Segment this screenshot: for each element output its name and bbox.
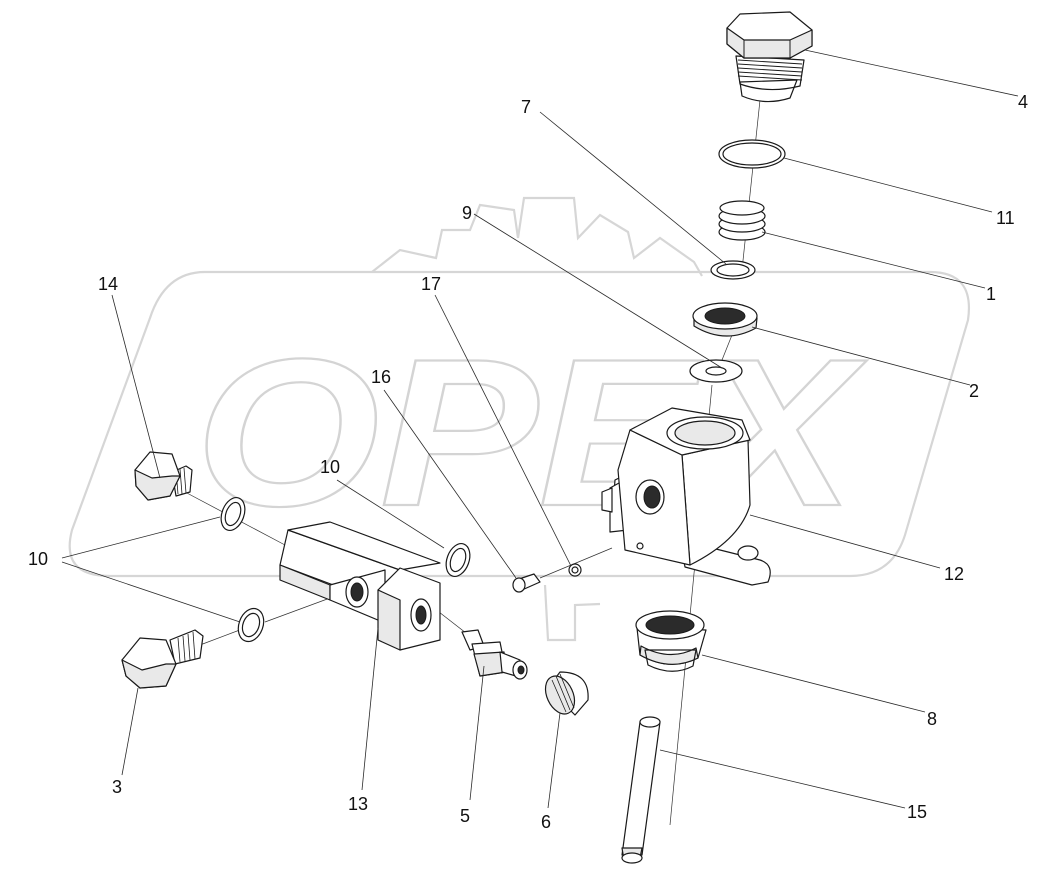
part-17-small-ring (568, 563, 582, 577)
callout-8: 8 (927, 709, 937, 729)
o-ring-lower-left (237, 607, 265, 643)
watermark-logo: OPEX (68, 196, 970, 642)
watermark-gear-outline (371, 196, 703, 277)
part-11-o-ring (718, 139, 786, 169)
part-8-sleeve (635, 610, 707, 672)
watermark-text: OPEX (195, 315, 867, 550)
callout-16: 16 (371, 367, 391, 387)
part-1-spring (718, 200, 766, 241)
callout-6: 6 (541, 812, 551, 832)
callout-14: 14 (98, 274, 118, 294)
callout-2: 2 (969, 381, 979, 401)
part-14-bolt (134, 451, 193, 501)
part-5-fitting (461, 629, 528, 680)
callout-15: 15 (907, 802, 927, 822)
callout-7: 7 (521, 97, 531, 117)
part-15-pin (621, 716, 661, 864)
callout-9: 9 (462, 203, 472, 223)
part-10-o-rings (220, 496, 471, 643)
callout-17: 17 (421, 274, 441, 294)
callout-11: 11 (996, 208, 1015, 228)
part-7-seal-ring (710, 260, 756, 280)
part-6-cap (544, 671, 589, 716)
callout-12: 12 (944, 564, 964, 584)
part-4-hex-plug (726, 11, 813, 103)
callout-10-center: 10 (320, 457, 340, 477)
leader-lines (61, 49, 1019, 809)
part-2-valve-disc (692, 302, 758, 337)
callout-10-left: 10 (28, 549, 48, 569)
part-3-bolt (121, 629, 204, 689)
callout-1: 1 (986, 284, 996, 304)
callout-13: 13 (348, 794, 368, 814)
o-ring-upper-left (220, 496, 246, 532)
o-ring-right (445, 542, 471, 578)
callout-labels: 4 11 1 2 7 9 12 8 15 14 10 10 3 13 5 6 1… (28, 92, 1028, 832)
part-9-flat-washer (689, 359, 743, 383)
callout-4: 4 (1018, 92, 1028, 112)
part-12-valve-body (601, 407, 771, 586)
part-16-small-plug (512, 573, 541, 593)
callout-5: 5 (460, 806, 470, 826)
callout-3: 3 (112, 777, 122, 797)
part-13-banjo-block (279, 521, 441, 651)
watermark-rounded-plate (68, 270, 970, 578)
watermark-gear-bottom (543, 584, 601, 642)
